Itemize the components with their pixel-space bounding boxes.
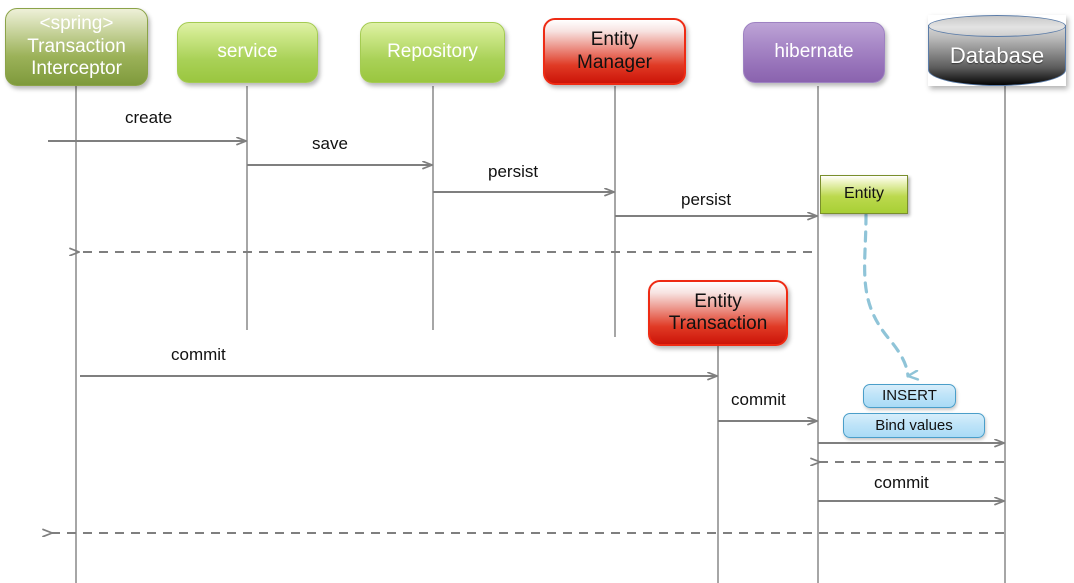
return-messages bbox=[52, 252, 1004, 533]
participant-label: Database bbox=[949, 43, 1045, 68]
call-messages bbox=[48, 141, 1004, 501]
database-cylinder-top bbox=[928, 15, 1066, 37]
note-label: INSERT bbox=[882, 387, 937, 405]
message-label-create: create bbox=[125, 108, 173, 127]
lifelines bbox=[75, 86, 1006, 583]
participant-entity-transaction[interactable]: Entity Transaction bbox=[648, 280, 788, 346]
participant-label: service bbox=[217, 41, 278, 63]
message-label-commit-2: commit bbox=[731, 390, 786, 409]
message-label-persist-2: persist bbox=[681, 190, 732, 209]
participant-label-line: Transaction bbox=[668, 313, 768, 334]
entity-to-insert-flow-arrow bbox=[863, 213, 908, 376]
participant-label-line: Manager bbox=[577, 51, 652, 73]
participant-repository[interactable]: Repository bbox=[360, 22, 505, 83]
message-label-commit-3: commit bbox=[874, 473, 929, 492]
note-label: Entity bbox=[843, 185, 884, 203]
note-entity[interactable]: Entity bbox=[820, 175, 908, 214]
participant-label-line: Entity bbox=[694, 290, 742, 312]
participant-label-line: Transaction bbox=[27, 35, 126, 57]
participant-spring-transaction-interceptor[interactable]: <spring> Transaction Interceptor bbox=[5, 8, 148, 86]
participant-database[interactable]: Database bbox=[928, 15, 1066, 86]
participant-label: Repository bbox=[387, 41, 478, 63]
participant-label-line: Interceptor bbox=[31, 58, 122, 80]
message-label-commit-1: commit bbox=[171, 345, 226, 364]
participant-hibernate[interactable]: hibernate bbox=[743, 22, 885, 83]
participant-label: hibernate bbox=[774, 41, 854, 63]
message-label-persist-1: persist bbox=[488, 162, 539, 181]
note-insert[interactable]: INSERT bbox=[863, 384, 956, 408]
note-label: Bind values bbox=[875, 416, 953, 434]
participant-label-line: <spring> bbox=[39, 13, 114, 35]
participant-entity-manager[interactable]: Entity Manager bbox=[543, 18, 686, 85]
message-label-save: save bbox=[312, 134, 348, 153]
participant-service[interactable]: service bbox=[177, 22, 318, 83]
participant-label-line: Entity bbox=[590, 29, 639, 51]
note-bind-values[interactable]: Bind values bbox=[843, 413, 985, 438]
